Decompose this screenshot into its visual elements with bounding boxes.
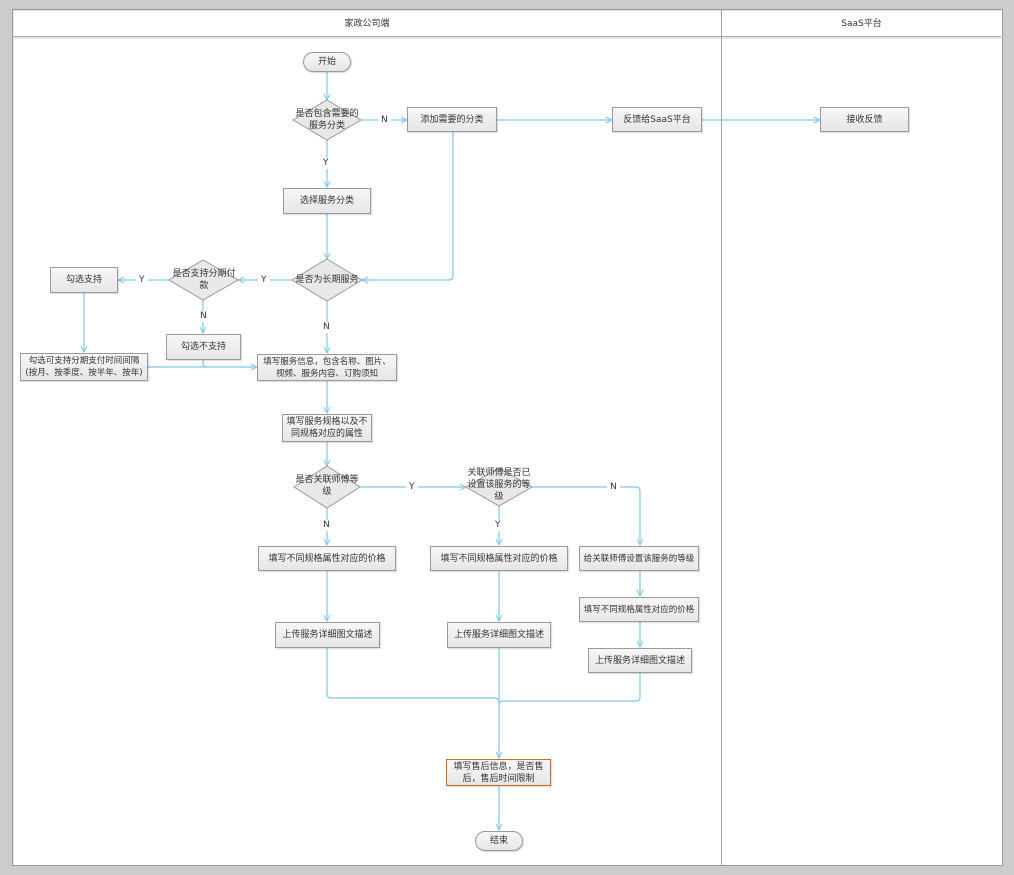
decision-installment-label[interactable]: 是否支持分期付 款: [172, 269, 236, 291]
header-separator: [13, 37, 1001, 39]
check-not-support-node[interactable]: 勾选不支持: [166, 334, 241, 360]
edge-not-support-to-info: [202, 360, 208, 368]
edge-label-long-term-no: N: [320, 322, 333, 333]
edge-label-has-category-yes: Y: [320, 158, 332, 169]
upload-node-b[interactable]: 上传服务详细图文描述: [447, 622, 551, 648]
edge-add-to-long-term: [362, 132, 454, 280]
fill-specs-node[interactable]: 填写服务规格以及不 同规格对应的属性: [282, 414, 372, 442]
decision-level-set-label[interactable]: 关联师傅是否已 设置该服务的等 级: [467, 468, 531, 502]
decision-is-long-term: [291, 258, 363, 302]
start-node[interactable]: 开始: [303, 52, 351, 72]
fill-service-info-node[interactable]: 填写服务信息，包含名称、图片、 视频、服务内容、订购须知: [257, 354, 397, 381]
select-interval-node[interactable]: 勾选可支持分期支付时间间隔 (按月、按季度、按半年、按年): [20, 353, 148, 381]
edge-label-level-set-no: N: [607, 482, 620, 493]
receive-feedback-node[interactable]: 接收反馈: [820, 107, 909, 132]
after-sales-node[interactable]: 填写售后信息，是否售 后，售后时间限制: [446, 759, 551, 786]
edge-label-has-category-no: N: [378, 115, 391, 126]
price-node-b[interactable]: 填写不同规格属性对应的价格: [430, 546, 568, 571]
edge-label-link-level-yes: Y: [406, 482, 418, 493]
upload-node-c[interactable]: 上传服务详细图文描述: [588, 648, 692, 673]
lane-header-saas: SaaS平台: [722, 9, 1001, 37]
edge-upload-a-to-merge: [326, 648, 500, 703]
end-node[interactable]: 结束: [475, 831, 523, 851]
decision-link-level: [293, 465, 361, 509]
decision-level-set: [464, 467, 534, 507]
upload-node-a[interactable]: 上传服务详细图文描述: [275, 622, 380, 648]
set-master-level-node[interactable]: 给关联师傅设置该服务的等级: [579, 546, 699, 571]
edge-label-level-set-yes: Y: [492, 520, 504, 531]
decision-is-long-term-label[interactable]: 是否为长期服务: [295, 275, 359, 285]
edge-label-long-term-yes: Y: [258, 275, 270, 286]
edge-label-installment-yes: Y: [136, 275, 148, 286]
decision-installment: [168, 259, 240, 301]
decision-link-level-label[interactable]: 是否关联师傅等 级: [295, 475, 359, 497]
price-node-c[interactable]: 填写不同规格属性对应的价格: [579, 597, 699, 622]
decision-has-category-label[interactable]: 是否包含需要的 服务分类: [295, 109, 359, 131]
edge-upload-c-to-merge: [498, 673, 641, 706]
edge-label-installment-no: N: [197, 311, 210, 322]
lane-divider: [721, 9, 722, 865]
price-node-a[interactable]: 填写不同规格属性对应的价格: [258, 546, 396, 571]
lane-header-company: 家政公司端: [13, 9, 721, 37]
edge-label-link-level-no: N: [320, 520, 333, 531]
add-category-node[interactable]: 添加需要的分类: [407, 107, 497, 132]
diagram-canvas: [12, 9, 1003, 866]
feedback-saas-node[interactable]: 反馈给SaaS平台: [612, 107, 702, 132]
check-support-node[interactable]: 勾选支持: [50, 267, 118, 293]
decision-has-category: [292, 99, 362, 141]
edge-level-set-no: [532, 486, 640, 545]
select-category-node[interactable]: 选择服务分类: [283, 188, 371, 214]
